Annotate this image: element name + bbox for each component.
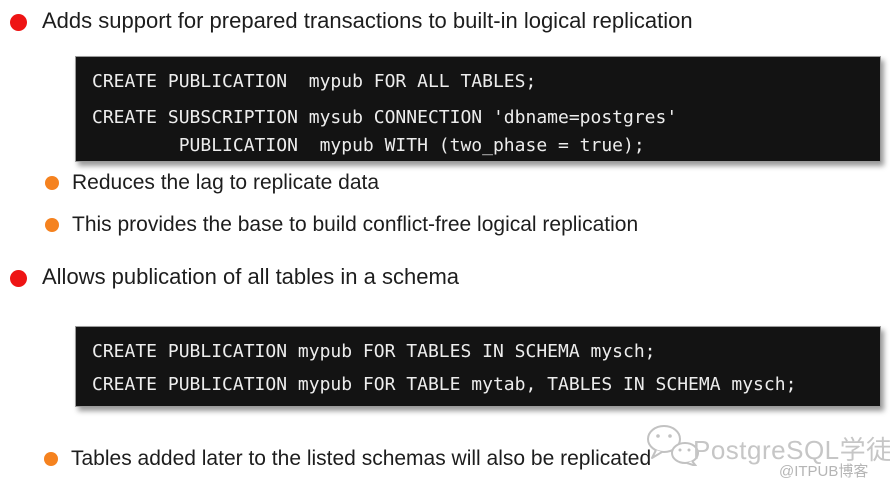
- bullet-marker-icon: [44, 452, 58, 466]
- bullet-text: Tables added later to the listed schemas…: [71, 447, 652, 470]
- bullet-marker-icon: [10, 270, 27, 287]
- bullet-text: This provides the base to build conflict…: [72, 213, 639, 236]
- bullet-item-tables-added-later: Tables added later to the listed schemas…: [44, 446, 651, 472]
- code-block-prepared-transactions: CREATE PUBLICATION mypub FOR ALL TABLES;…: [75, 56, 881, 162]
- bullet-item-schema-publication: Allows publication of all tables in a sc…: [10, 264, 459, 291]
- bullet-item-conflict-free: This provides the base to build conflict…: [45, 212, 638, 238]
- bullet-text: Allows publication of all tables in a sc…: [42, 264, 460, 289]
- code-line: CREATE PUBLICATION mypub FOR ALL TABLES;: [92, 71, 537, 92]
- watermark-site: @ITPUB博客: [779, 463, 869, 480]
- code-block-schema-publication: CREATE PUBLICATION mypub FOR TABLES IN S…: [75, 326, 881, 407]
- code-line: CREATE PUBLICATION mypub FOR TABLE mytab…: [92, 374, 797, 395]
- code-line: CREATE SUBSCRIPTION mysub CONNECTION 'db…: [92, 107, 678, 156]
- bullet-text: Adds support for prepared transactions t…: [42, 8, 693, 33]
- bullet-marker-icon: [10, 14, 27, 31]
- watermark-brand: PostgreSQL学徒: [693, 435, 890, 465]
- code-line: CREATE PUBLICATION mypub FOR TABLES IN S…: [92, 341, 656, 362]
- bullet-item-reduces-lag: Reduces the lag to replicate data: [45, 170, 379, 196]
- wechat-icon: [647, 425, 699, 466]
- bullet-item-prepared-transactions: Adds support for prepared transactions t…: [10, 8, 693, 35]
- bullet-marker-icon: [45, 176, 59, 190]
- bullet-text: Reduces the lag to replicate data: [72, 171, 380, 194]
- bullet-marker-icon: [45, 218, 59, 232]
